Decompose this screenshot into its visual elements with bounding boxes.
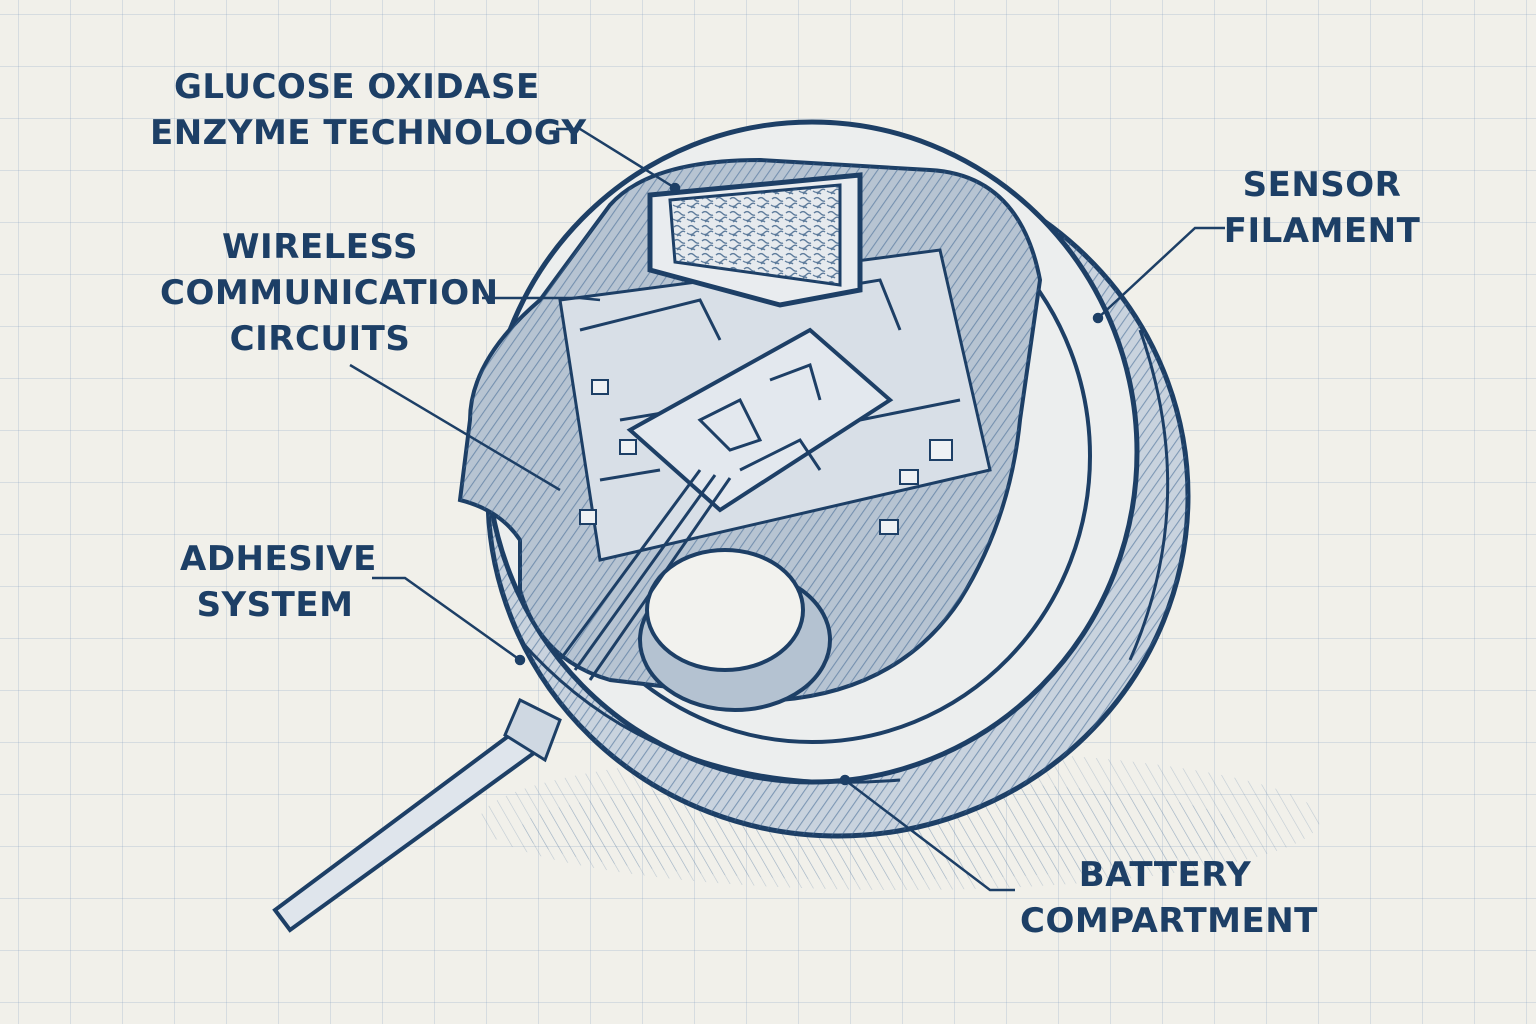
battery-cell (638, 548, 832, 712)
label-sensor-filament: SENSOR FILAMENT (1222, 162, 1422, 254)
label-adhesive-line2: SYSTEM (196, 585, 354, 625)
enzyme-pad (647, 172, 863, 308)
filament-traces (558, 469, 732, 681)
label-glucose-line2: ENZYME TECHNOLOGY (150, 113, 587, 153)
label-glucose-oxidase: GLUCOSE OXIDASE ENZYME TECHNOLOGY (150, 64, 587, 156)
label-sensor-line1: SENSOR (1242, 165, 1402, 205)
label-wireless-communication: WIRELESS COMMUNICATION CIRCUITS (160, 224, 499, 362)
label-wireless-line3: CIRCUITS (229, 319, 411, 359)
leader-wireless-2 (349, 363, 561, 492)
label-adhesive-system: ADHESIVE SYSTEM (180, 536, 377, 628)
label-battery-line1: BATTERY (1078, 855, 1252, 895)
label-glucose-line1: GLUCOSE OXIDASE (174, 67, 540, 107)
leader-battery (844, 779, 1015, 892)
sensor-filament (272, 697, 562, 933)
leader-sensor (1097, 226, 1225, 319)
leader-adhesive (372, 576, 521, 662)
leader-glucose (556, 127, 676, 190)
label-wireless-line2: COMMUNICATION (160, 273, 499, 313)
leader-wireless (482, 296, 601, 302)
label-battery-line2: COMPARTMENT (1020, 901, 1318, 941)
label-battery-compartment: BATTERY COMPARTMENT (1020, 852, 1318, 944)
label-adhesive-line1: ADHESIVE (180, 539, 377, 579)
leader-lines (349, 127, 1225, 892)
label-sensor-line2: FILAMENT (1223, 211, 1421, 251)
label-wireless-line1: WIRELESS (222, 227, 418, 267)
